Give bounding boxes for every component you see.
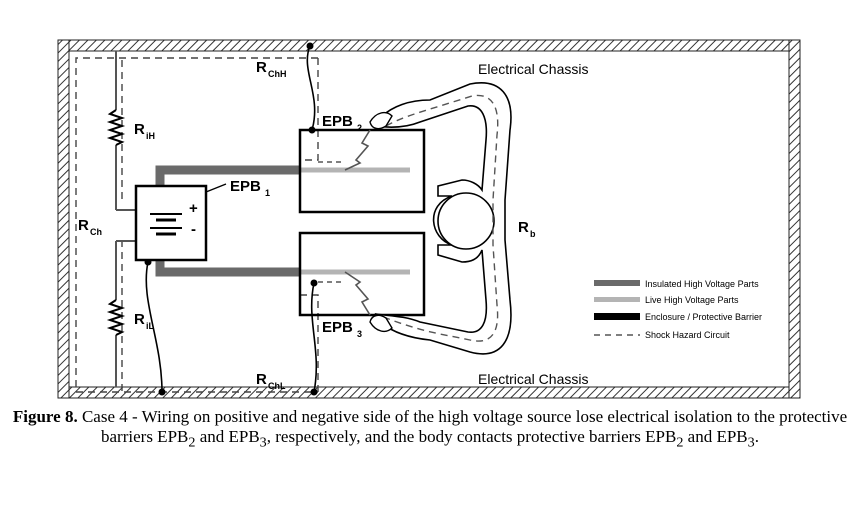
figure-caption: Figure 8. Case 4 - Wiring on positive an… (12, 407, 848, 451)
svg-text:1: 1 (265, 188, 270, 198)
resistor-rih-icon (106, 109, 126, 146)
svg-text:3: 3 (357, 329, 362, 339)
fault-arc-icon (318, 129, 371, 316)
epb2-barrier (298, 128, 426, 214)
legend-label-live: Live High Voltage Parts (645, 295, 739, 305)
label-r-chh: R ChH (256, 59, 287, 79)
legend: Insulated High Voltage Parts Live High V… (594, 279, 762, 340)
label-epb1: EPB 1 (230, 178, 270, 198)
svg-text:R: R (256, 59, 267, 76)
label-r-il: R iL (134, 311, 155, 331)
resistor-ril-icon (106, 299, 126, 336)
svg-text:ChH: ChH (268, 69, 287, 79)
epb3-barrier (298, 231, 426, 317)
figure-label: Figure 8. (12, 407, 78, 426)
legend-swatch-barrier (594, 313, 640, 320)
isolation-resistor-wires (115, 51, 136, 387)
epb1-source-enclosure: + - (134, 183, 227, 262)
hand-contact-icon (369, 111, 393, 333)
legend-label-barrier: Enclosure / Protective Barrier (645, 312, 762, 322)
label-r-ih: R iH (134, 121, 155, 141)
circuit-diagram: + - Electrical Chassis Electrical Chassi… (57, 39, 801, 399)
svg-text:R: R (518, 219, 529, 236)
svg-text:iH: iH (146, 131, 155, 141)
minus-terminal: - (191, 221, 196, 238)
chassis-resistance-wires (145, 45, 318, 393)
svg-text:Ch: Ch (90, 227, 102, 237)
label-r-ch: R Ch (78, 217, 102, 237)
svg-text:b: b (530, 229, 536, 239)
svg-text:ChL: ChL (268, 381, 286, 391)
live-hv-wiring (300, 167, 410, 275)
label-epb2: EPB 2 (322, 113, 362, 133)
human-body-outline (374, 82, 512, 355)
electrical-chassis-frame (57, 39, 801, 399)
svg-text:R: R (78, 217, 89, 234)
label-r-b: R b (518, 219, 536, 239)
legend-swatch-live (594, 297, 640, 302)
svg-text:EPB: EPB (230, 178, 261, 195)
body-current-path (385, 94, 499, 342)
svg-text:EPB: EPB (322, 113, 353, 130)
svg-text:R: R (134, 311, 145, 328)
legend-label-insulated: Insulated High Voltage Parts (645, 279, 759, 289)
svg-text:EPB: EPB (322, 319, 353, 336)
legend-swatch-insulated (594, 280, 640, 286)
svg-text:R: R (256, 371, 267, 388)
plus-terminal: + (189, 200, 198, 217)
chassis-label-bottom: Electrical Chassis (478, 371, 588, 387)
svg-text:2: 2 (357, 123, 362, 133)
svg-text:iL: iL (146, 321, 155, 331)
legend-label-hazard: Shock Hazard Circuit (645, 330, 730, 340)
battery-icon (150, 213, 182, 236)
label-r-chl: R ChL (256, 371, 286, 391)
chassis-label-top: Electrical Chassis (478, 61, 588, 77)
label-epb3: EPB 3 (322, 319, 362, 339)
svg-text:R: R (134, 121, 145, 138)
